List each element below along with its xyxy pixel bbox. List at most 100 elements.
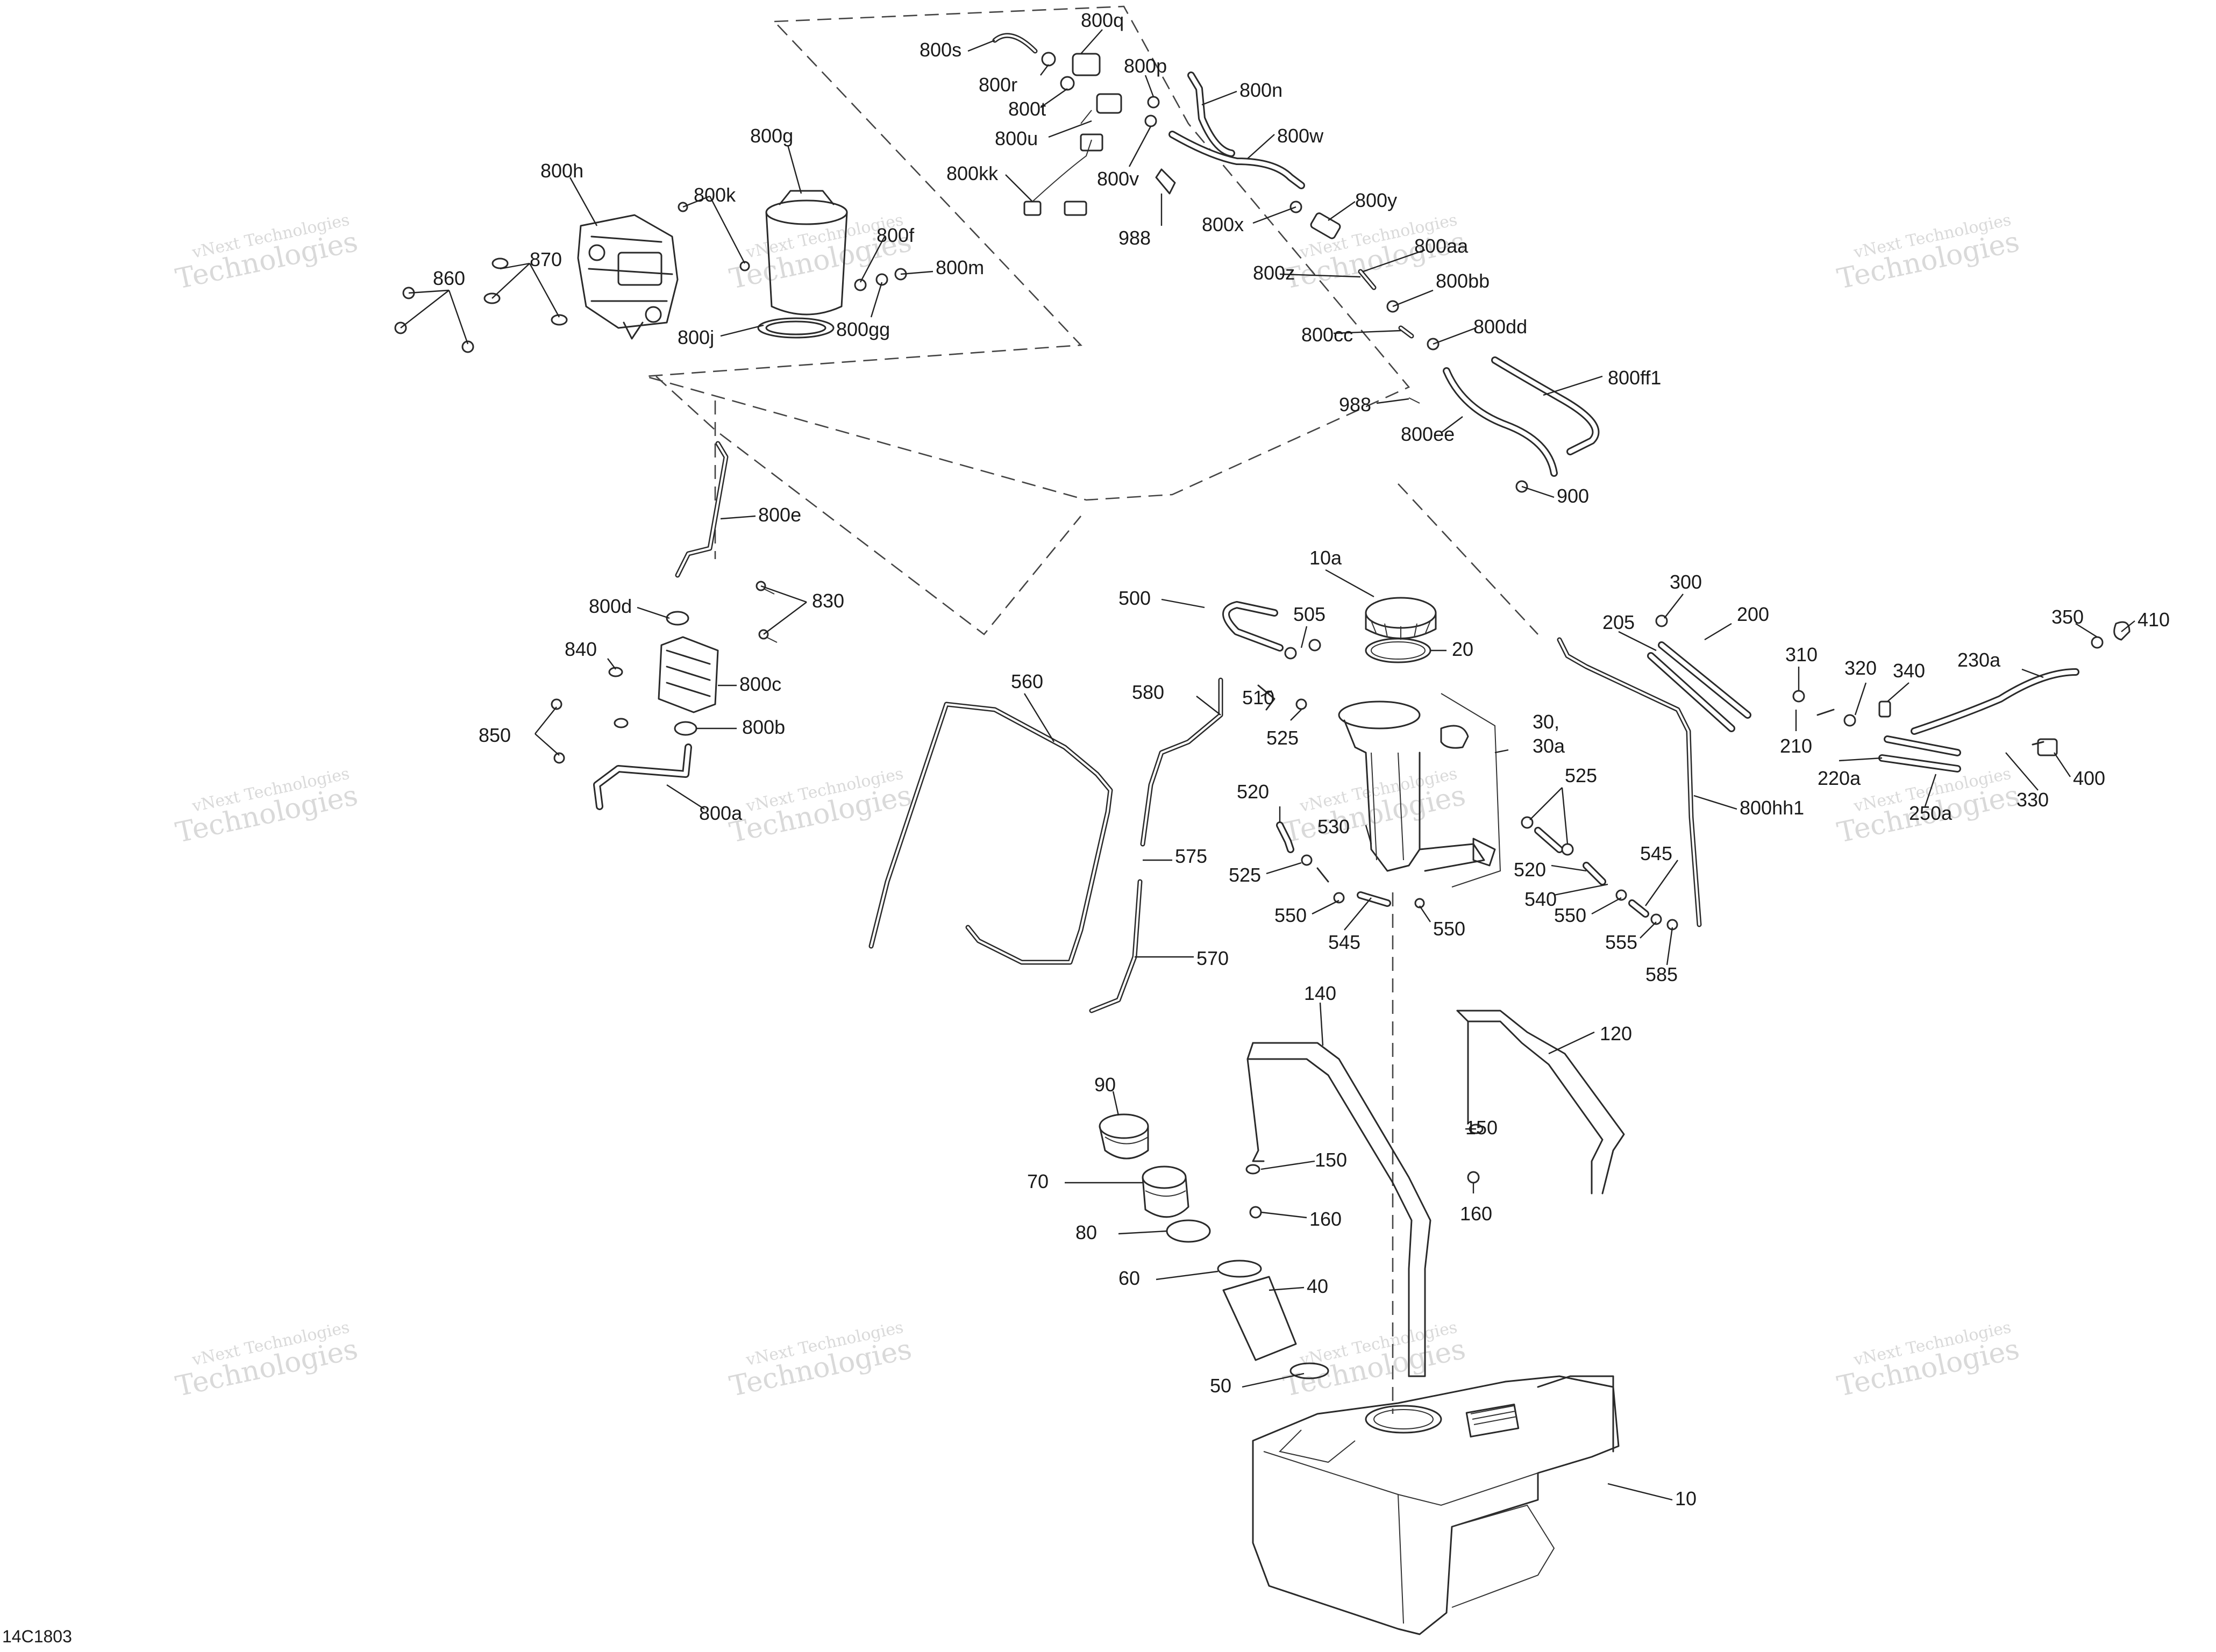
label-150a: 150 bbox=[1465, 1117, 1498, 1139]
label-570: 570 bbox=[1196, 947, 1229, 969]
label-540: 540 bbox=[1524, 888, 1557, 910]
filler-neck-assembly bbox=[1099, 1113, 1329, 1379]
label-10: 10 bbox=[1675, 1487, 1697, 1510]
label-800x: 800x bbox=[1202, 213, 1244, 235]
module-800c-and-fasteners bbox=[551, 581, 778, 764]
label-545a: 545 bbox=[1640, 842, 1672, 864]
label-550b: 550 bbox=[1433, 918, 1465, 940]
right-upper-pipes bbox=[1647, 614, 2131, 773]
label-870: 870 bbox=[530, 248, 562, 270]
label-140: 140 bbox=[1304, 982, 1336, 1004]
label-220a: 220a bbox=[1818, 767, 1861, 789]
label-585: 585 bbox=[1645, 963, 1678, 985]
label-800aa: 800aa bbox=[1414, 235, 1469, 257]
label-160a: 160 bbox=[1460, 1203, 1492, 1225]
label-830: 830 bbox=[812, 590, 844, 612]
part-labels: 800s 800q 800r 800p 800t 800n 800u 800w … bbox=[433, 9, 2170, 1510]
label-800r: 800r bbox=[979, 74, 1017, 96]
label-800t: 800t bbox=[1008, 98, 1046, 120]
label-800f: 800f bbox=[877, 224, 915, 246]
label-205: 205 bbox=[1602, 611, 1635, 633]
fuel-line-outline bbox=[655, 376, 1082, 635]
label-800s: 800s bbox=[920, 39, 961, 61]
label-800hh1: 800hh1 bbox=[1740, 797, 1804, 819]
assembly-dashed-outlines bbox=[645, 5, 1538, 1414]
label-340: 340 bbox=[1893, 660, 1925, 682]
lock-ring-10a-seal-20 bbox=[1365, 597, 1437, 663]
label-230a: 230a bbox=[1957, 649, 2001, 671]
label-800c: 800c bbox=[739, 673, 781, 695]
label-840: 840 bbox=[565, 638, 597, 660]
label-330: 330 bbox=[2017, 789, 2049, 811]
label-800ee: 800ee bbox=[1401, 423, 1455, 445]
label-575: 575 bbox=[1175, 845, 1207, 867]
tank-straps-140-120 bbox=[1245, 1010, 1625, 1377]
label-800w: 800w bbox=[1277, 125, 1324, 147]
figure-code: 14C1803 bbox=[2, 1627, 72, 1646]
label-580: 580 bbox=[1132, 681, 1164, 703]
label-60: 60 bbox=[1118, 1267, 1140, 1289]
u-pipe-500-and-fittings bbox=[1222, 601, 1425, 909]
pump-module-bracket bbox=[1441, 693, 1501, 888]
label-160b: 160 bbox=[1309, 1208, 1342, 1230]
label-800j: 800j bbox=[678, 326, 714, 348]
label-555: 555 bbox=[1605, 931, 1637, 953]
label-800b: 800b bbox=[742, 716, 785, 738]
label-800z: 800z bbox=[1253, 262, 1295, 284]
right-fittings-line bbox=[1521, 816, 1678, 931]
label-310: 310 bbox=[1785, 643, 1818, 666]
label-10a: 10a bbox=[1309, 547, 1342, 569]
hoses-800ee-800ff1 bbox=[1443, 356, 1600, 493]
pipe-800hh1 bbox=[1557, 637, 1702, 927]
label-800u: 800u bbox=[995, 127, 1038, 149]
label-250a: 250a bbox=[1909, 802, 1953, 824]
rods-560-570-580 bbox=[868, 677, 1223, 1013]
fuel-filter-canister-800g bbox=[757, 190, 848, 339]
hoses-800e-800a bbox=[593, 441, 729, 810]
label-70: 70 bbox=[1027, 1170, 1049, 1192]
label-800y: 800y bbox=[1355, 189, 1397, 211]
label-210: 210 bbox=[1780, 735, 1812, 757]
label-800d: 800d bbox=[589, 595, 632, 617]
upper-small-components bbox=[992, 33, 1176, 216]
leader-lines bbox=[400, 29, 2135, 1501]
label-850: 850 bbox=[479, 724, 511, 746]
label-120: 120 bbox=[1600, 1022, 1632, 1045]
label-560: 560 bbox=[1011, 670, 1043, 692]
module-to-tank-dashline bbox=[1398, 483, 1538, 635]
label-520b: 520 bbox=[1514, 859, 1546, 881]
label-800bb: 800bb bbox=[1436, 270, 1490, 292]
label-800gg: 800gg bbox=[836, 318, 890, 340]
label-510: 510 bbox=[1242, 686, 1274, 709]
label-800q: 800q bbox=[1081, 9, 1124, 31]
label-550a: 550 bbox=[1274, 904, 1307, 926]
label-530: 530 bbox=[1317, 816, 1350, 838]
label-800dd: 800dd bbox=[1473, 316, 1527, 338]
label-300: 300 bbox=[1670, 571, 1702, 593]
label-500: 500 bbox=[1118, 587, 1151, 609]
label-988b: 988 bbox=[1339, 394, 1371, 416]
label-800n: 800n bbox=[1239, 79, 1282, 101]
label-350: 350 bbox=[2051, 606, 2084, 628]
label-800e: 800e bbox=[758, 504, 801, 526]
label-30a: 30a bbox=[1533, 735, 1565, 757]
label-800p: 800p bbox=[1124, 55, 1167, 77]
label-80: 80 bbox=[1075, 1221, 1097, 1243]
label-525a: 525 bbox=[1266, 727, 1299, 749]
label-800kk: 800kk bbox=[946, 162, 999, 184]
hoses-800n-800w bbox=[1168, 71, 1305, 189]
label-20: 20 bbox=[1452, 638, 1473, 660]
label-800cc: 800cc bbox=[1301, 324, 1353, 346]
label-400: 400 bbox=[2073, 767, 2105, 789]
label-800a: 800a bbox=[699, 802, 743, 824]
label-800v: 800v bbox=[1097, 168, 1139, 190]
label-860: 860 bbox=[433, 267, 465, 289]
label-800m: 800m bbox=[936, 256, 984, 278]
label-40: 40 bbox=[1307, 1275, 1328, 1297]
label-505: 505 bbox=[1293, 603, 1326, 625]
filter-assembly-outline bbox=[645, 5, 1410, 501]
label-550c: 550 bbox=[1554, 904, 1586, 926]
label-30: 30, bbox=[1533, 711, 1559, 733]
label-800g: 800g bbox=[750, 125, 793, 147]
